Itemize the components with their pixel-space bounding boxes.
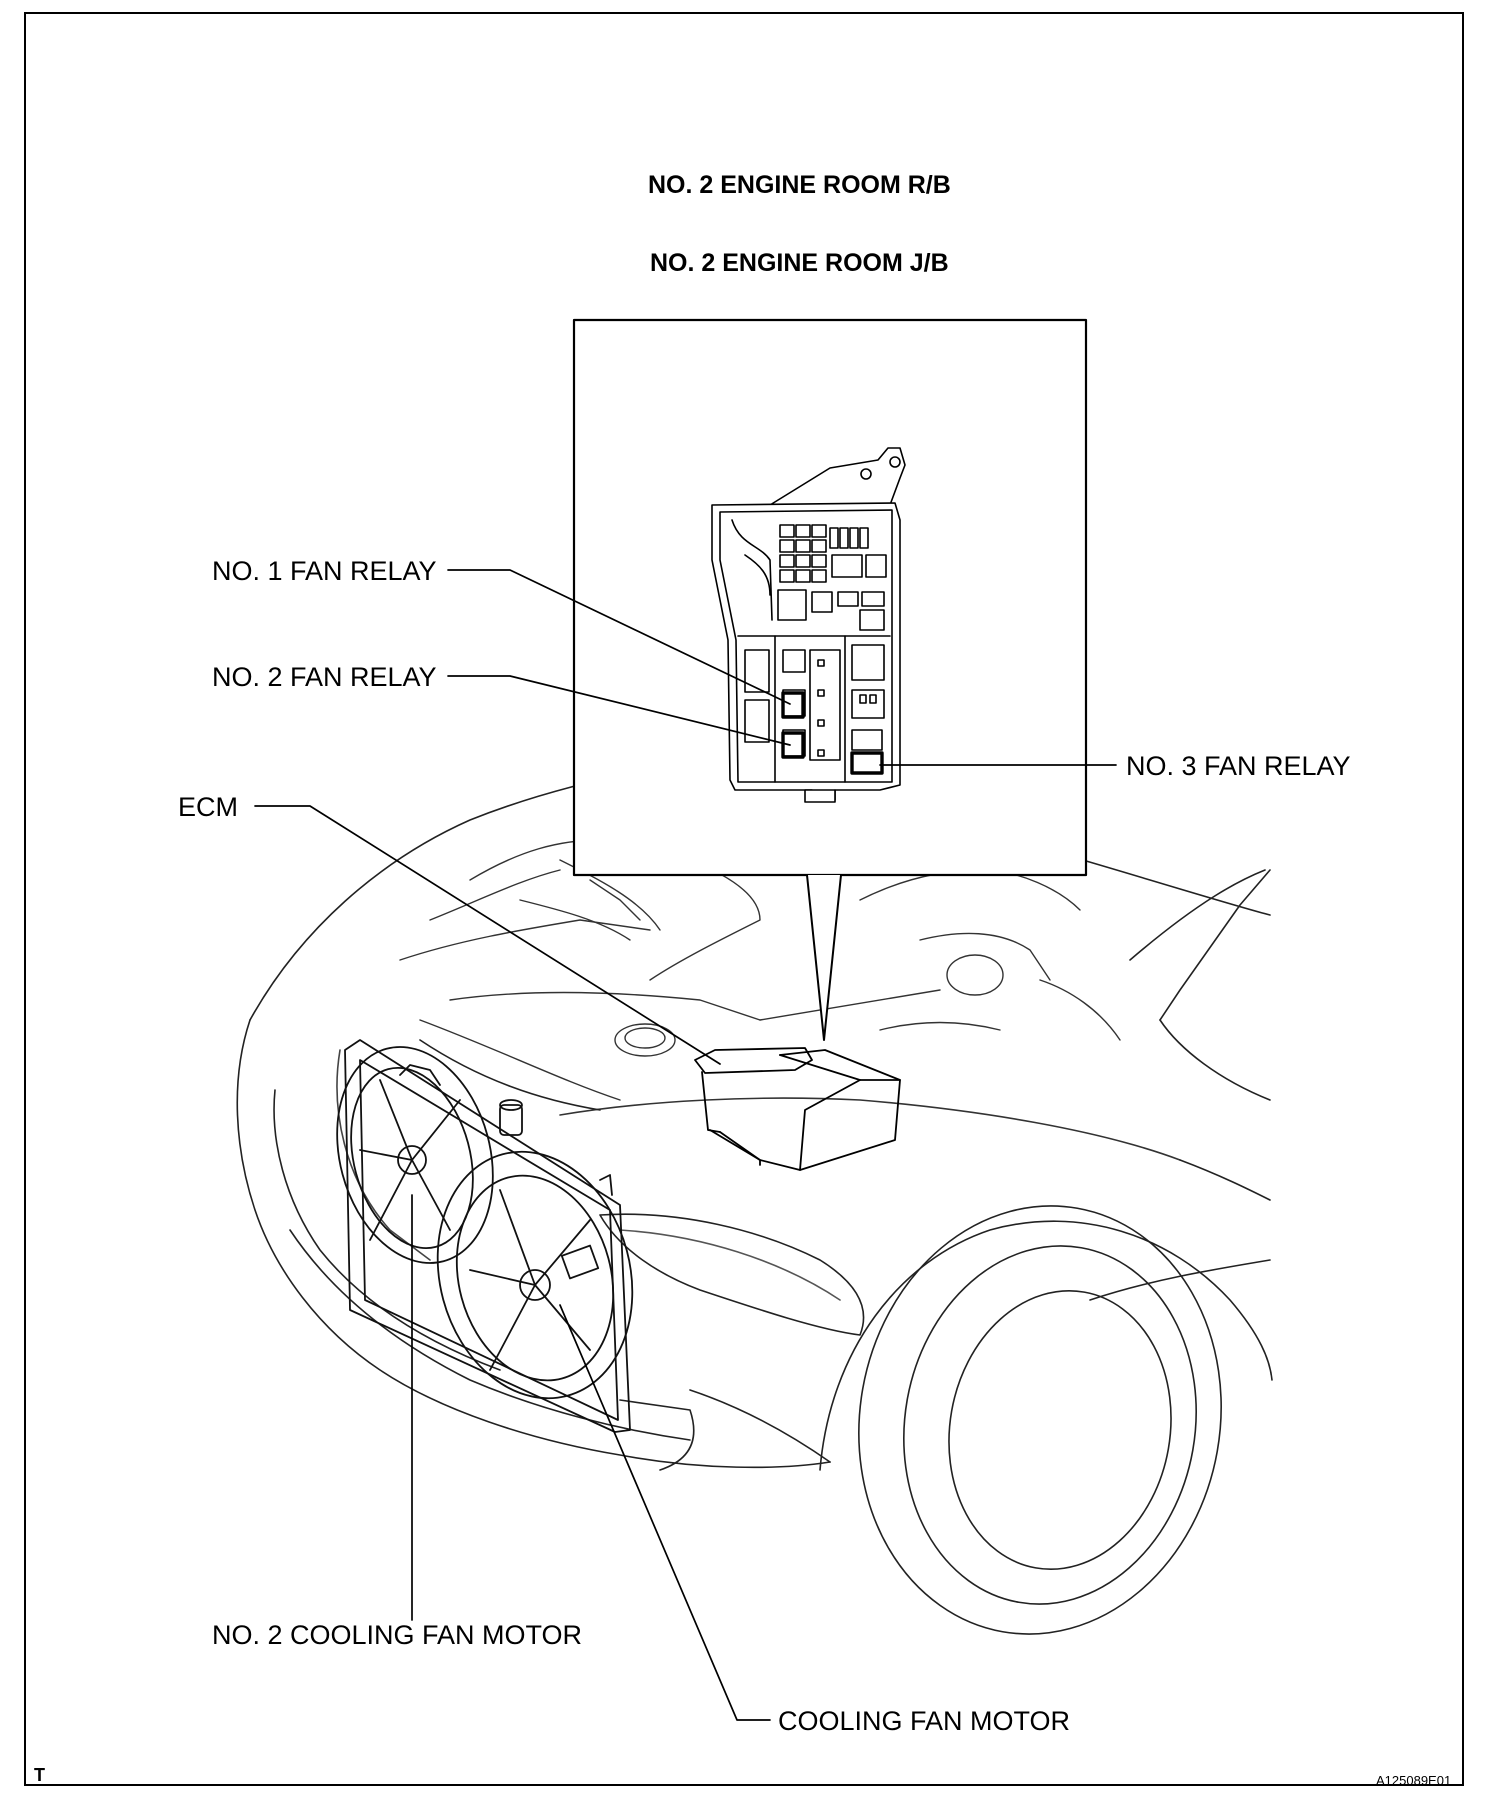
label-ecm: ECM: [178, 792, 238, 822]
inset-pointer: [806, 874, 842, 1041]
label-no2-cooling-fan-motor: NO. 2 COOLING FAN MOTOR: [212, 1620, 583, 1650]
label-no1-fan-relay: NO. 1 FAN RELAY: [212, 556, 437, 586]
relay-block: [711, 447, 906, 803]
leader-lines: [254, 569, 1117, 1721]
figure-id: A125089E01: [1376, 1773, 1452, 1788]
heading-junction-block: NO. 2 ENGINE ROOM J/B: [650, 249, 949, 277]
corner-mark-t: T: [34, 1765, 45, 1785]
label-cooling-fan-motor: COOLING FAN MOTOR: [778, 1706, 1071, 1736]
engine-compartment: [399, 839, 1121, 1101]
label-no2-fan-relay: NO. 2 FAN RELAY: [212, 662, 437, 692]
heading-relay-block: NO. 2 ENGINE ROOM R/B: [648, 171, 951, 199]
radiator-fan-assembly: [336, 1039, 634, 1433]
ecm-unit: [694, 1047, 901, 1171]
label-no3-fan-relay: NO. 3 FAN RELAY: [1126, 751, 1351, 781]
figure-frame: [24, 12, 1464, 1786]
car-body: [236, 785, 1273, 1635]
